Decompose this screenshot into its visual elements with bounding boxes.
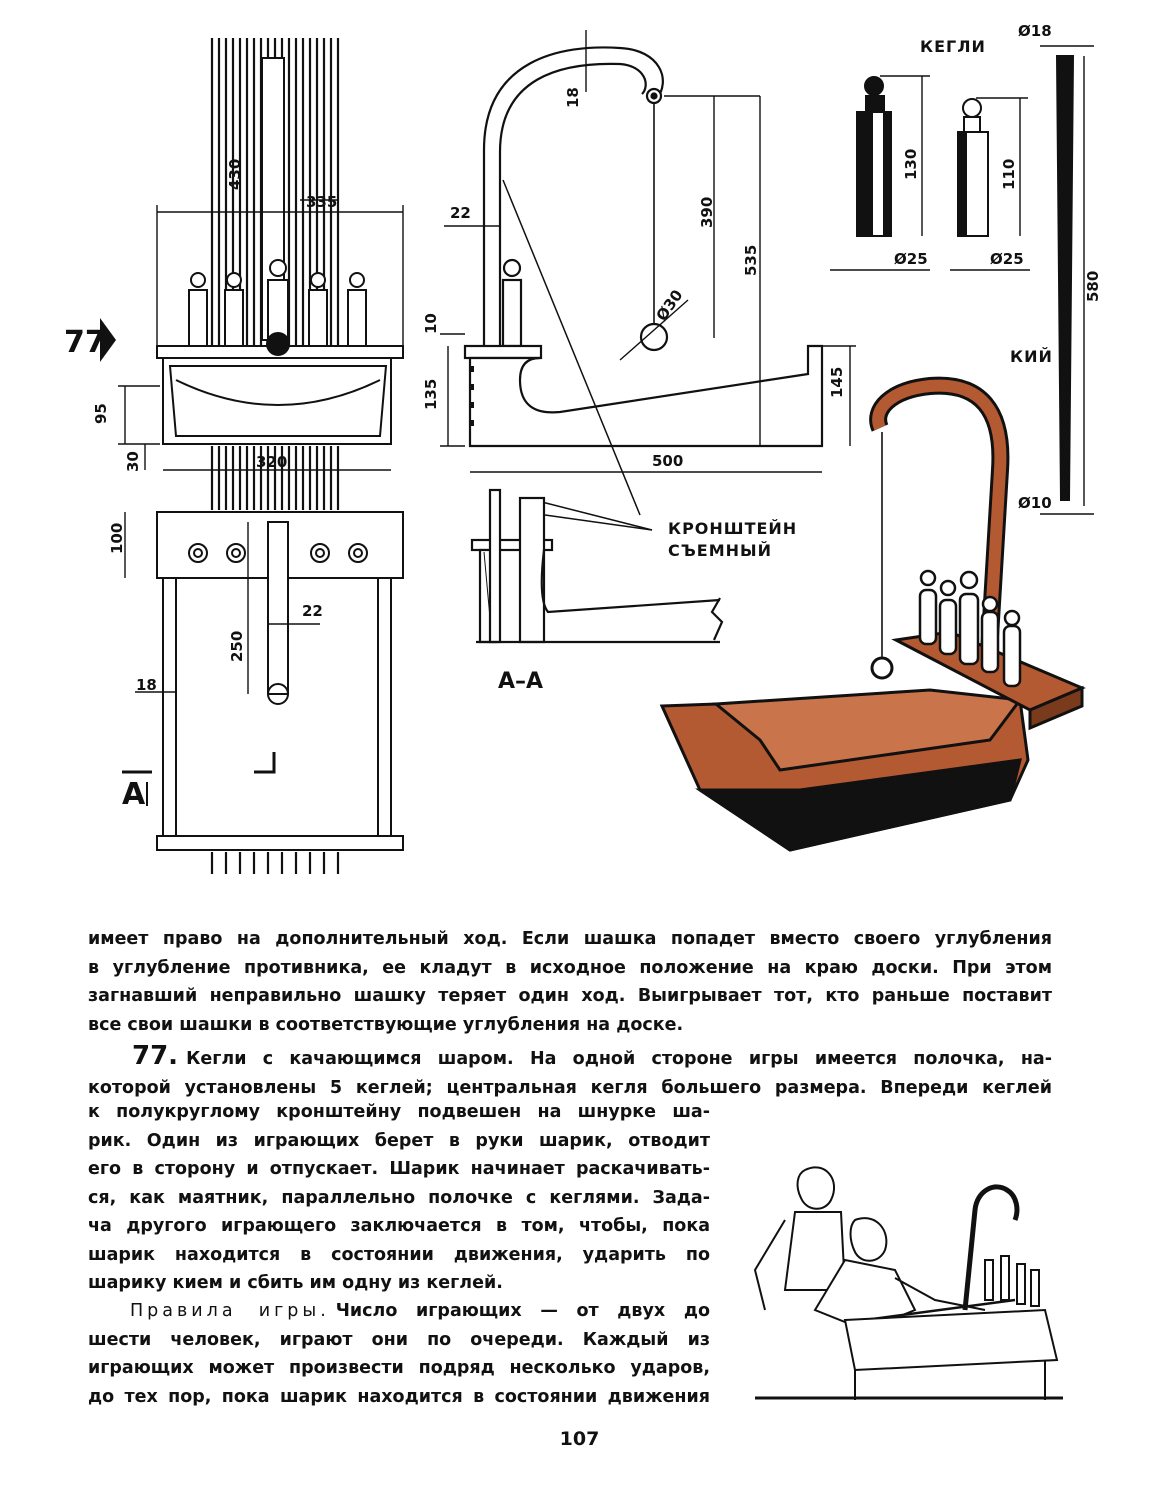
dim-10: 10 — [422, 313, 440, 334]
text-line: загнавший неправильно шашку теряет один … — [88, 986, 1052, 1006]
box-inner — [168, 365, 388, 437]
section-lead: На одной стороне игры имеется полочка, н… — [529, 1049, 1052, 1069]
players-illustration — [753, 1166, 1063, 1400]
page-number: 107 — [559, 1428, 600, 1450]
section-number: 77. — [132, 1041, 179, 1071]
section-a-a — [470, 488, 724, 644]
dim-100: 100 — [108, 523, 126, 554]
figure-number: 77 — [64, 325, 106, 360]
figure-arrow-icon — [100, 318, 116, 362]
dim-22-top: 22 — [302, 602, 323, 620]
dim-430: 430 — [226, 159, 244, 190]
dim-95: 95 — [92, 403, 110, 424]
text-line: шести человек, играют они по очереди. Ка… — [88, 1329, 710, 1350]
text-line: которой установлены 5 кеглей; центральна… — [88, 1077, 1052, 1098]
bracket-label-line1: КРОНШТЕЙН — [668, 519, 797, 538]
top-view-bracket — [267, 521, 289, 695]
section-label: А–А — [498, 669, 543, 694]
dim-pin-25a: Ø25 — [894, 250, 928, 268]
dim-cue-10: Ø10 — [1018, 494, 1052, 512]
text-line: ся, как маятник, параллельно полочке с к… — [88, 1187, 710, 1208]
ball-side — [639, 322, 669, 352]
technical-drawing: 77 430 335 95 30 320 100 250 22 18 А 18 … — [64, 22, 1102, 874]
cue-detail — [1040, 45, 1094, 515]
side-view-drawing — [440, 30, 856, 644]
bracket-label-line2: СЪЕМНЫЙ — [668, 541, 772, 560]
game-model-illustration — [659, 376, 1086, 852]
section-77-body: к полукруглому кронштейну подвешен на шн… — [88, 1098, 710, 1298]
rules-first-line: Число играющих — от двух до — [335, 1301, 710, 1321]
text-line: шарику кием и сбить им одну из кеглей. — [88, 1273, 503, 1293]
dim-30: 30 — [124, 451, 142, 472]
rules-heading: Правила игры. — [130, 1301, 330, 1321]
text-line: имеет право на дополнительный ход. Если … — [88, 929, 1052, 949]
dim-580: 580 — [1084, 271, 1102, 302]
view-arrow-label: А — [122, 777, 146, 812]
text-line: все свои шашки в соответствующие углубле… — [88, 1014, 684, 1035]
text-line: играющих может произвести подряд несколь… — [88, 1358, 710, 1378]
pins-label: КЕГЛИ — [920, 37, 986, 56]
dim-390: 390 — [698, 197, 716, 228]
box-front — [162, 357, 392, 445]
section-77-header: 77. Кегли с качающимся шаром. На одной ст… — [88, 1042, 1052, 1102]
text-line: до тех пор, пока шарик находится в состо… — [88, 1386, 710, 1407]
bracket-arc — [482, 46, 664, 345]
ball-front — [266, 332, 290, 356]
paragraph-continuation: имеет право на дополнительный ход. Если … — [88, 925, 1052, 1039]
dim-cue-18: Ø18 — [1018, 22, 1052, 40]
dim-145: 145 — [828, 367, 846, 398]
dim-535: 535 — [742, 245, 760, 276]
text-line: ча другого играющего заключается в том, … — [88, 1216, 710, 1236]
dim-18-side: 18 — [564, 87, 582, 108]
cue-label: КИЙ — [1010, 347, 1053, 366]
box-curve — [175, 379, 381, 406]
text-line: в углубление противника, ее кладут в исх… — [88, 957, 1052, 978]
dim-500: 500 — [652, 452, 683, 470]
dim-335: 335 — [306, 193, 337, 211]
pins-front — [188, 259, 367, 347]
dim-135: 135 — [422, 379, 440, 410]
dim-22-side: 22 — [450, 204, 471, 222]
front-view-drawing — [118, 38, 404, 874]
dim-320: 320 — [256, 453, 287, 471]
text-line: его в сторону и отпускает. Шарик начинае… — [88, 1159, 710, 1179]
text-line: шарик находится в состоянии движения, уд… — [88, 1244, 710, 1265]
text-line: к полукруглому кронштейну подвешен на шн… — [88, 1102, 710, 1122]
section-title: Кегли с качающимся шаром. — [186, 1049, 514, 1069]
dim-250: 250 — [228, 631, 246, 662]
dim-18-top: 18 — [136, 676, 157, 694]
text-line: рик. Один из играющих берет в руки шарик… — [88, 1130, 710, 1151]
dim-pin-25b: Ø25 — [990, 250, 1024, 268]
dim-130: 130 — [902, 149, 920, 180]
rules-paragraph: Правила игры.Число играющих — от двух до… — [88, 1297, 710, 1411]
pins-detail — [830, 75, 1030, 271]
dim-110: 110 — [1000, 159, 1018, 190]
